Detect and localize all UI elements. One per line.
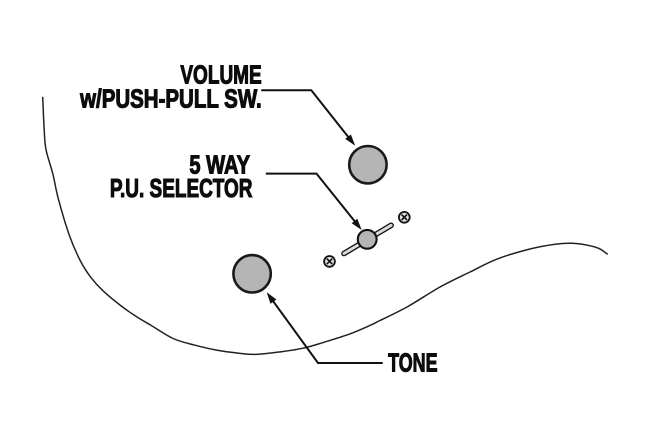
svg-text:w/PUSH-PULL SW.: w/PUSH-PULL SW. xyxy=(79,84,262,113)
svg-text:5 WAY: 5 WAY xyxy=(189,150,250,179)
svg-text:TONE: TONE xyxy=(388,348,438,377)
svg-text:VOLUME: VOLUME xyxy=(180,59,261,89)
svg-text:P.U. SELECTOR: P.U. SELECTOR xyxy=(110,173,253,203)
